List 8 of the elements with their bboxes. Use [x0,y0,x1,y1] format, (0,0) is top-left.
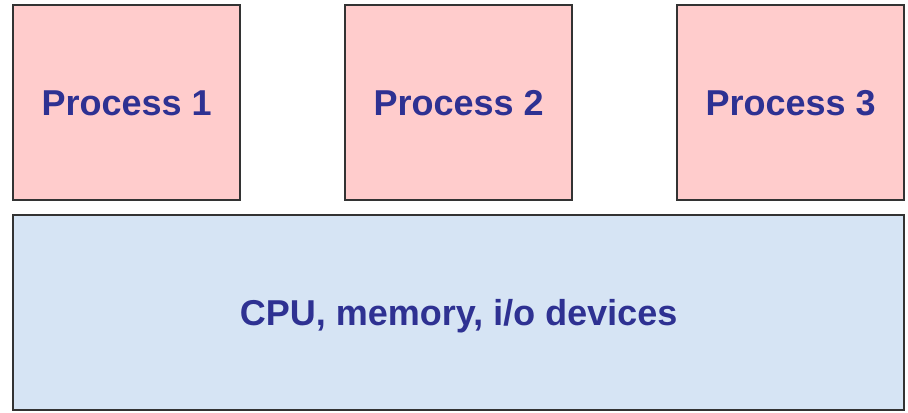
box-label: CPU, memory, i/o devices [240,292,678,334]
process-box [12,4,241,201]
process-box [676,4,905,201]
box-label: Process 1 [41,82,212,124]
box-label: Process 3 [705,82,876,124]
process-box [344,4,573,201]
resource-box [12,214,905,411]
box-label: Process 2 [373,82,544,124]
